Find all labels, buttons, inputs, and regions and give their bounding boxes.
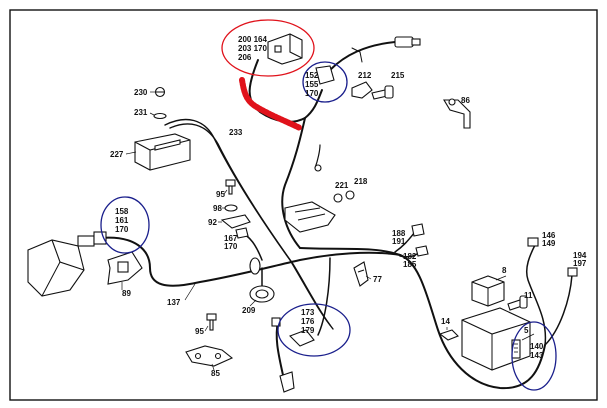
callout-170-b: 170 [224,242,238,251]
connector-152 [315,65,335,85]
callout-218: 218 [354,177,368,186]
washer-98 [224,204,238,212]
connector-188 [411,223,425,237]
bracket-14 [438,329,459,341]
screw-95-lower [206,313,217,331]
callout-14: 14 [441,317,450,326]
callout-206: 206 [238,53,252,62]
callout-200-164: 200 164 [238,35,267,44]
screw-11 [507,295,528,311]
connector-194 [567,267,578,277]
grommet-209 [249,285,275,303]
callout-191: 191 [392,237,406,246]
highlight-red-circle [221,19,315,77]
connector-small-center [314,164,322,172]
callout-170-c: 170 [115,225,129,234]
grommet-167 [235,227,249,239]
callout-140: 140 [530,342,544,351]
highlighted-wire-section [239,77,303,131]
control-module-5 [461,307,531,371]
highlight-blue-circle-158 [100,196,150,254]
callout-170-a: 170 [305,89,319,98]
connector-lower-left [271,317,295,393]
relay-8 [471,275,505,307]
callout-185: 185 [403,260,417,269]
callout-212: 212 [358,71,372,80]
highlight-blue-circle-152 [302,61,348,103]
callout-233: 233 [229,128,243,137]
callout-161: 161 [115,216,129,225]
callout-137: 137 [167,298,181,307]
callout-215: 215 [391,71,405,80]
callout-221: 221 [335,181,349,190]
callout-77: 77 [373,275,382,284]
screw-95-upper [225,179,236,195]
callout-labels: 200 164 203 170 206 152 155 170 212 215 … [110,35,587,378]
callout-95-lower: 95 [195,327,204,336]
actuator-motor-left [27,231,107,297]
callout-209: 209 [242,306,256,315]
terminal-block-center [284,201,336,233]
fuse-box-227 [134,133,191,171]
callout-176: 176 [301,317,315,326]
callout-85: 85 [211,369,220,378]
plug-connector-top-right [351,36,421,63]
callout-8: 8 [502,266,507,275]
callout-89: 89 [122,289,131,298]
callout-179: 179 [301,326,315,335]
clip-231 [153,112,167,120]
callout-188: 188 [392,229,406,238]
callout-227: 227 [110,150,124,159]
highlight-blue-circle-140 [511,321,557,391]
grommet-harness [249,257,261,275]
connector-146 [527,237,539,247]
washer-218 [345,190,355,200]
callout-5: 5 [524,326,529,335]
highlight-blue-circle-173 [277,303,351,357]
callout-155: 155 [305,80,319,89]
nut-221 [333,193,343,203]
clip-212 [351,81,373,99]
screw-215 [371,85,394,100]
callout-146: 146 [542,231,556,240]
leader-lines [121,91,535,371]
callout-143: 143 [530,351,544,360]
clamp-77 [353,261,369,287]
callout-203-170: 203 170 [238,44,267,53]
connector-173 [289,329,315,347]
callout-230: 230 [134,88,148,97]
callout-158: 158 [115,207,129,216]
callout-92: 92 [208,218,217,227]
callout-149: 149 [542,239,556,248]
connector-182 [415,245,429,257]
callout-197: 197 [573,259,587,268]
screw-230 [154,86,166,98]
bracket-89 [107,251,143,285]
callout-194: 194 [573,251,587,260]
bracket-86 [443,98,471,129]
diagram-border [9,9,598,401]
callout-182: 182 [403,252,417,261]
callout-95-upper: 95 [216,190,225,199]
callout-167: 167 [224,234,238,243]
callout-11: 11 [524,291,533,300]
bracket-92 [220,214,251,229]
bracket-85 [185,345,234,367]
callout-98: 98 [213,204,222,213]
connector-200 [267,33,303,65]
callout-86: 86 [461,96,470,105]
callout-231: 231 [134,108,148,117]
callout-152: 152 [305,71,319,80]
callout-173: 173 [301,308,315,317]
